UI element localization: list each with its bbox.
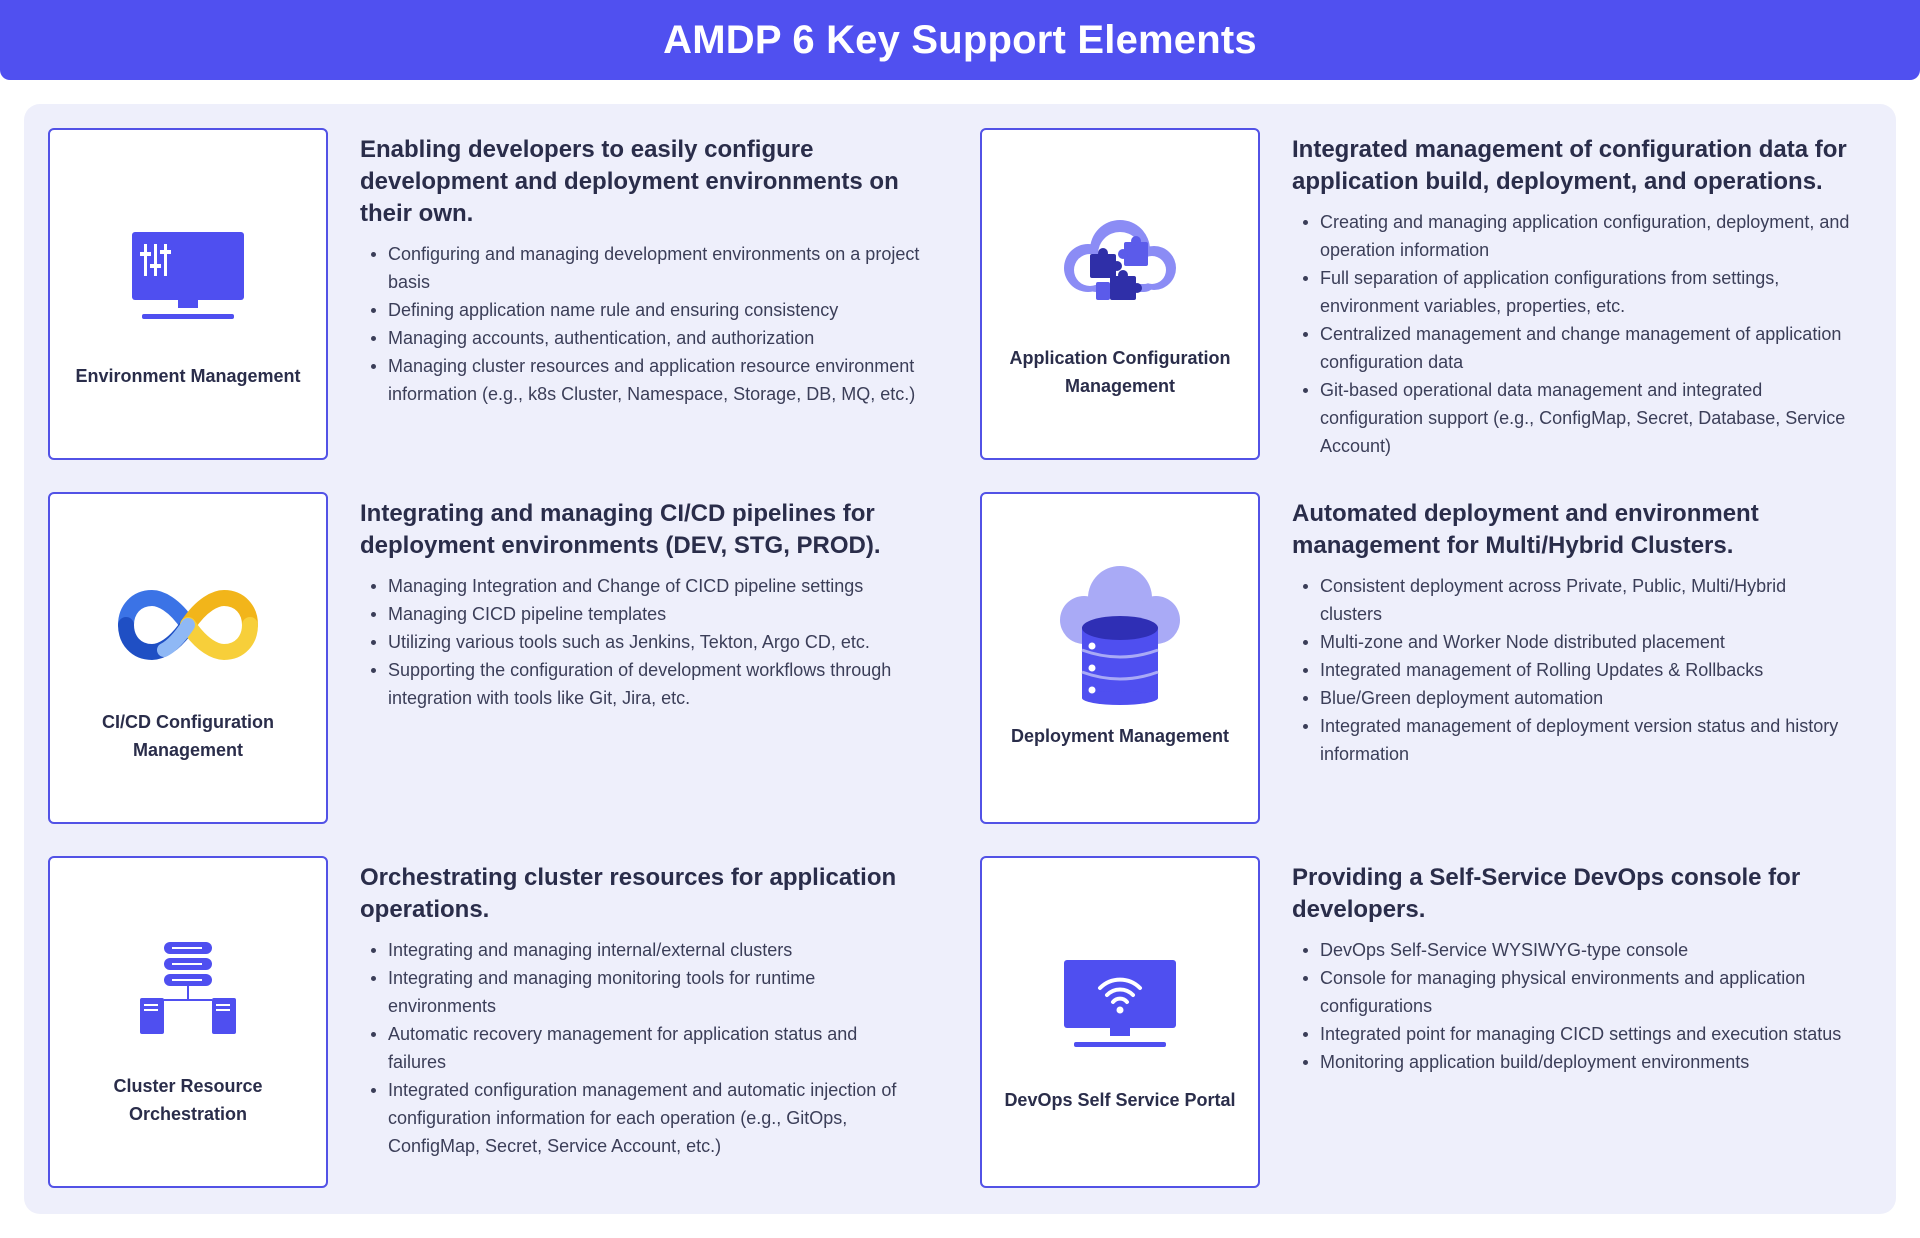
list-item: Integrated management of Rolling Updates… bbox=[1303, 656, 1852, 684]
list-item: DevOps Self-Service WYSIWYG-type console bbox=[1303, 936, 1852, 964]
element-heading: Automated deployment and environment man… bbox=[1292, 500, 1759, 559]
list-item: Managing Integration and Change of CICD … bbox=[371, 572, 920, 600]
element-heading: Integrating and managing CI/CD pipelines… bbox=[360, 500, 881, 559]
cloud-puzzle-icon bbox=[1064, 220, 1176, 300]
cloud-database-icon bbox=[1060, 566, 1180, 705]
list-item: Full separation of application configura… bbox=[1303, 264, 1852, 320]
list-item: Managing cluster resources and applicati… bbox=[371, 352, 920, 408]
list-item: Git-based operational data management an… bbox=[1303, 376, 1852, 460]
element-description: Enabling developers to easily configure … bbox=[360, 134, 920, 408]
list-item: Managing CICD pipeline templates bbox=[371, 600, 920, 628]
bullet-list: Consistent deployment across Private, Pu… bbox=[1292, 572, 1852, 768]
list-item: Consistent deployment across Private, Pu… bbox=[1303, 572, 1852, 628]
bullet-list: DevOps Self-Service WYSIWYG-type console… bbox=[1292, 936, 1852, 1076]
element-label: CI/CD Configuration Management bbox=[102, 712, 274, 760]
list-item: Managing accounts, authentication, and a… bbox=[371, 324, 920, 352]
element-card: DevOps Self Service Portal bbox=[980, 856, 1260, 1188]
monitor-sliders-icon bbox=[132, 232, 244, 319]
element-cicd-configuration-management: CI/CD Configuration Management Integrati… bbox=[48, 492, 958, 824]
element-heading: Providing a Self-Service DevOps console … bbox=[1292, 864, 1801, 923]
element-label: Cluster Resource Orchestration bbox=[113, 1076, 263, 1124]
element-card: Application Configuration Management bbox=[980, 128, 1260, 460]
element-card: CI/CD Configuration Management bbox=[48, 492, 328, 824]
list-item: Supporting the configuration of developm… bbox=[371, 656, 920, 712]
element-description: Providing a Self-Service DevOps console … bbox=[1292, 862, 1852, 1076]
list-item: Console for managing physical environmen… bbox=[1303, 964, 1852, 1020]
element-description: Integrated management of configuration d… bbox=[1292, 134, 1852, 460]
infinity-loop-icon bbox=[118, 590, 258, 660]
element-description: Orchestrating cluster resources for appl… bbox=[360, 862, 920, 1160]
element-card: Environment Management bbox=[48, 128, 328, 460]
element-heading: Orchestrating cluster resources for appl… bbox=[360, 864, 897, 923]
element-cluster-resource-orchestration: Cluster Resource Orchestration Orchestra… bbox=[48, 856, 958, 1188]
element-label: Deployment Management bbox=[1010, 726, 1230, 746]
list-item: Monitoring application build/deployment … bbox=[1303, 1048, 1852, 1076]
list-item: Integrating and managing internal/extern… bbox=[371, 936, 920, 964]
element-description: Automated deployment and environment man… bbox=[1292, 498, 1852, 768]
list-item: Integrated management of deployment vers… bbox=[1303, 712, 1852, 768]
list-item: Multi-zone and Worker Node distributed p… bbox=[1303, 628, 1852, 656]
element-heading: Integrated management of configuration d… bbox=[1292, 136, 1847, 195]
element-card: Cluster Resource Orchestration bbox=[48, 856, 328, 1188]
server-network-icon bbox=[140, 942, 236, 1034]
bullet-list: Managing Integration and Change of CICD … bbox=[360, 572, 920, 712]
list-item: Creating and managing application config… bbox=[1303, 208, 1852, 264]
element-label: Environment Management bbox=[75, 366, 301, 386]
page-title: AMDP 6 Key Support Elements bbox=[663, 17, 1257, 62]
title-banner: AMDP 6 Key Support Elements bbox=[0, 0, 1920, 80]
list-item: Automatic recovery management for applic… bbox=[371, 1020, 920, 1076]
bullet-list: Integrating and managing internal/extern… bbox=[360, 936, 920, 1160]
elements-panel: Environment Management Enabling develope… bbox=[24, 104, 1896, 1214]
element-description: Integrating and managing CI/CD pipelines… bbox=[360, 498, 920, 712]
element-heading: Enabling developers to easily configure … bbox=[360, 136, 899, 227]
element-environment-management: Environment Management Enabling develope… bbox=[48, 128, 958, 460]
list-item: Defining application name rule and ensur… bbox=[371, 296, 920, 324]
element-deployment-management: Deployment Management Automated deployme… bbox=[980, 492, 1890, 824]
list-item: Integrated configuration management and … bbox=[371, 1076, 920, 1160]
list-item: Blue/Green deployment automation bbox=[1303, 684, 1852, 712]
element-application-configuration-management: Application Configuration Management Int… bbox=[980, 128, 1890, 460]
bullet-list: Configuring and managing development env… bbox=[360, 240, 920, 408]
element-devops-self-service-portal: DevOps Self Service Portal Providing a S… bbox=[980, 856, 1890, 1188]
list-item: Configuring and managing development env… bbox=[371, 240, 920, 296]
list-item: Centralized management and change manage… bbox=[1303, 320, 1852, 376]
bullet-list: Creating and managing application config… bbox=[1292, 208, 1852, 460]
list-item: Utilizing various tools such as Jenkins,… bbox=[371, 628, 920, 656]
list-item: Integrating and managing monitoring tool… bbox=[371, 964, 920, 1020]
element-card: Deployment Management bbox=[980, 492, 1260, 824]
monitor-wifi-icon bbox=[1064, 960, 1176, 1047]
list-item: Integrated point for managing CICD setti… bbox=[1303, 1020, 1852, 1048]
element-label: Application Configuration Management bbox=[1009, 348, 1231, 396]
element-label: DevOps Self Service Portal bbox=[1004, 1090, 1236, 1110]
